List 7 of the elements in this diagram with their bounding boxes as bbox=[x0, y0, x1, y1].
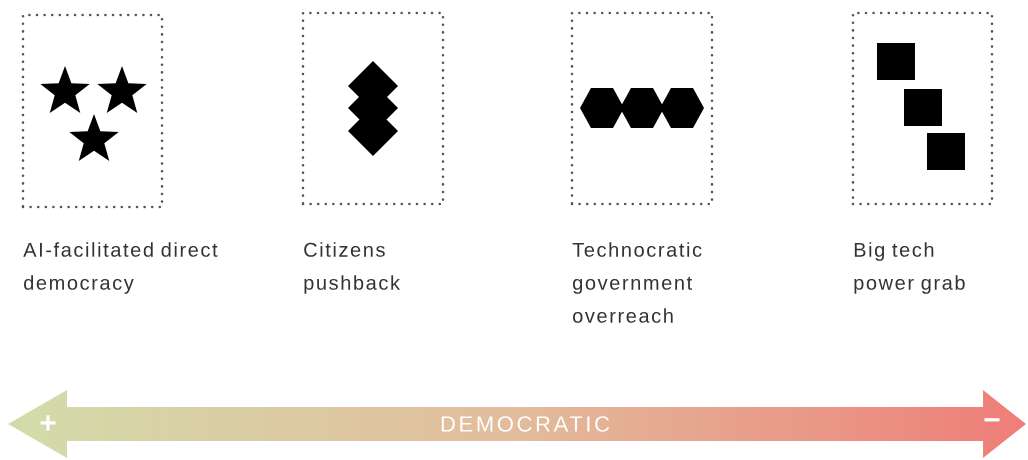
node-label: Big tech power grab bbox=[854, 242, 965, 294]
node-label: Citizens pushback bbox=[304, 242, 400, 294]
axis-label: DEMOCRATIC bbox=[441, 416, 610, 432]
node-label: AI-facilitated direct democracy bbox=[23, 242, 218, 294]
node-label: Technocratic government overreach bbox=[572, 242, 702, 323]
minus-sign: − bbox=[984, 418, 1000, 422]
plus-sign: + bbox=[40, 415, 56, 431]
